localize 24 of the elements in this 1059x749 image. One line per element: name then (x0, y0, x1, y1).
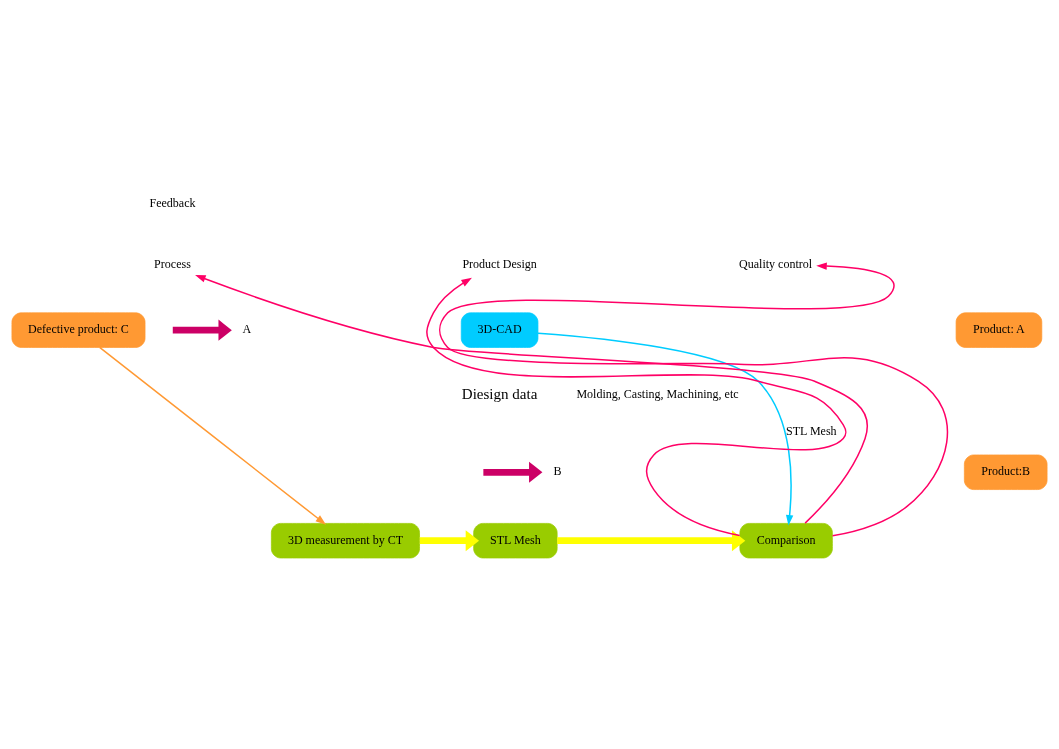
node-box: Comparison (739, 523, 833, 559)
node-box: 3D measurement by CT (271, 523, 420, 559)
node-text: Product Design (462, 257, 537, 272)
node-box: Product: A (955, 312, 1043, 348)
arrow (172, 319, 232, 341)
node-text: A (242, 321, 252, 336)
node-box: Defective product: C (11, 312, 146, 348)
arrow (439, 262, 949, 537)
node-text: Quality control (739, 257, 813, 272)
arrow (426, 277, 847, 537)
label: Molding, Casting, Machining, etc (576, 386, 739, 401)
arrow (98, 346, 327, 525)
arrow (557, 530, 746, 552)
arrow (195, 275, 869, 524)
node-box: 3D-CAD (460, 312, 539, 348)
label: Feedback (149, 196, 196, 211)
node-text: Process (154, 257, 191, 272)
edge-label: STL Mesh (786, 423, 837, 438)
node-box: STL Mesh (473, 523, 558, 559)
arrow (419, 530, 480, 552)
arrow (537, 332, 794, 526)
node-box: Product:B (963, 454, 1048, 490)
node-label: Diesign data (461, 385, 538, 402)
node-text: B (553, 464, 562, 479)
